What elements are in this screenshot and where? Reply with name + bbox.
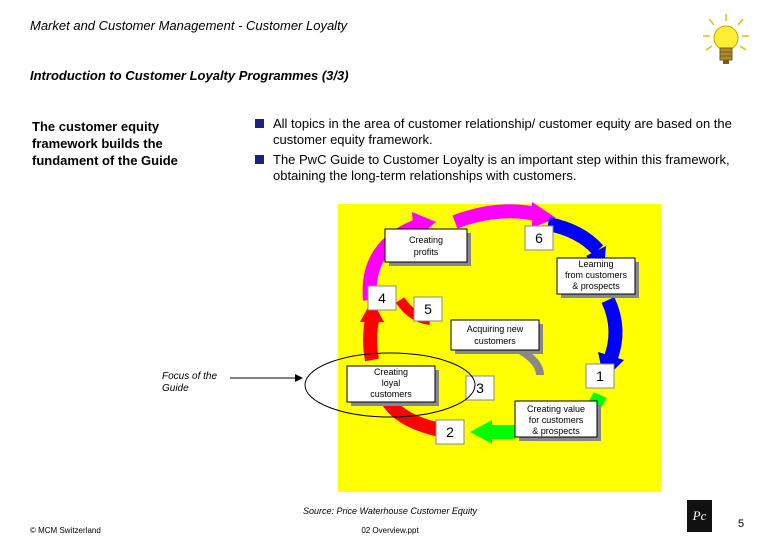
svg-text:6: 6 bbox=[535, 230, 543, 246]
arrow-green-head bbox=[470, 420, 492, 444]
arrow-magenta-top bbox=[452, 204, 542, 229]
arrow-blue-right bbox=[601, 297, 623, 363]
footer-copyright: © MCM Switzerland bbox=[30, 526, 101, 535]
page-header: Market and Customer Management - Custome… bbox=[30, 18, 348, 33]
footer-filename: 02 Overview.ppt bbox=[361, 526, 419, 535]
svg-text:loyal: loyal bbox=[382, 378, 401, 388]
svg-text:Learning: Learning bbox=[578, 259, 613, 269]
bullet-item: All topics in the area of customer relat… bbox=[254, 116, 754, 148]
svg-text:profits: profits bbox=[414, 247, 439, 257]
left-heading-line: fundament of the Guide bbox=[32, 153, 178, 168]
pwc-logo: Pc bbox=[687, 500, 712, 532]
number-6: 6 bbox=[524, 225, 554, 251]
bullet-marker-icon bbox=[255, 155, 264, 164]
number-2: 2 bbox=[435, 419, 465, 445]
lightbulb-icon bbox=[703, 14, 749, 64]
number-1: 1 bbox=[585, 363, 615, 389]
arrow-magenta-top-head bbox=[532, 202, 556, 228]
left-heading: The customer equity framework builds the… bbox=[32, 118, 222, 169]
svg-text:3: 3 bbox=[476, 380, 484, 396]
page-number: 5 bbox=[738, 518, 745, 530]
svg-text:1: 1 bbox=[596, 368, 604, 384]
logo-text: Pc bbox=[692, 508, 707, 523]
box-creating-loyal: Creating loyal customers bbox=[346, 365, 439, 406]
box-acquiring: Acquiring new customers bbox=[450, 319, 543, 354]
bullet-text: The PwC Guide to Customer Loyalty is an … bbox=[273, 152, 730, 183]
svg-text:customers: customers bbox=[370, 389, 412, 399]
svg-text:& prospects: & prospects bbox=[532, 426, 580, 436]
svg-text:4: 4 bbox=[378, 290, 386, 306]
svg-text:from customers: from customers bbox=[565, 270, 628, 280]
source-note: Source: Price Waterhouse Customer Equity bbox=[303, 506, 477, 516]
focus-ellipse bbox=[304, 352, 476, 418]
svg-text:& prospects: & prospects bbox=[572, 281, 620, 291]
number-4: 4 bbox=[367, 285, 397, 311]
left-heading-line: framework builds the bbox=[32, 136, 163, 151]
box-creating-profits: Creating profits bbox=[384, 228, 471, 266]
left-heading-line: The customer equity bbox=[32, 119, 160, 134]
number-5: 5 bbox=[413, 296, 443, 322]
svg-text:Creating: Creating bbox=[409, 235, 443, 245]
svg-text:5: 5 bbox=[424, 301, 432, 317]
page-subtitle: Introduction to Customer Loyalty Program… bbox=[30, 68, 349, 83]
bullet-list: All topics in the area of customer relat… bbox=[254, 116, 754, 188]
arrow-red-left bbox=[363, 318, 379, 362]
arrow-red-head bbox=[360, 300, 384, 322]
svg-text:2: 2 bbox=[446, 424, 454, 440]
svg-text:customers: customers bbox=[474, 336, 516, 346]
bullet-marker-icon bbox=[255, 119, 264, 128]
svg-text:Creating value: Creating value bbox=[527, 404, 585, 414]
svg-text:Acquiring new: Acquiring new bbox=[467, 324, 524, 334]
arrow-blue-top bbox=[546, 217, 604, 255]
svg-text:Creating: Creating bbox=[374, 367, 408, 377]
focus-label-line: Focus of the bbox=[162, 371, 218, 382]
bullet-text: All topics in the area of customer relat… bbox=[273, 116, 732, 147]
svg-text:for customers: for customers bbox=[529, 415, 584, 425]
bullet-item: The PwC Guide to Customer Loyalty is an … bbox=[254, 152, 754, 184]
focus-label-line: Guide bbox=[162, 383, 189, 394]
box-learning: Learning from customers & prospects bbox=[556, 257, 639, 298]
box-creating-value: Creating value for customers & prospects bbox=[514, 400, 601, 441]
focus-label: Focus of the Guide bbox=[162, 371, 242, 395]
